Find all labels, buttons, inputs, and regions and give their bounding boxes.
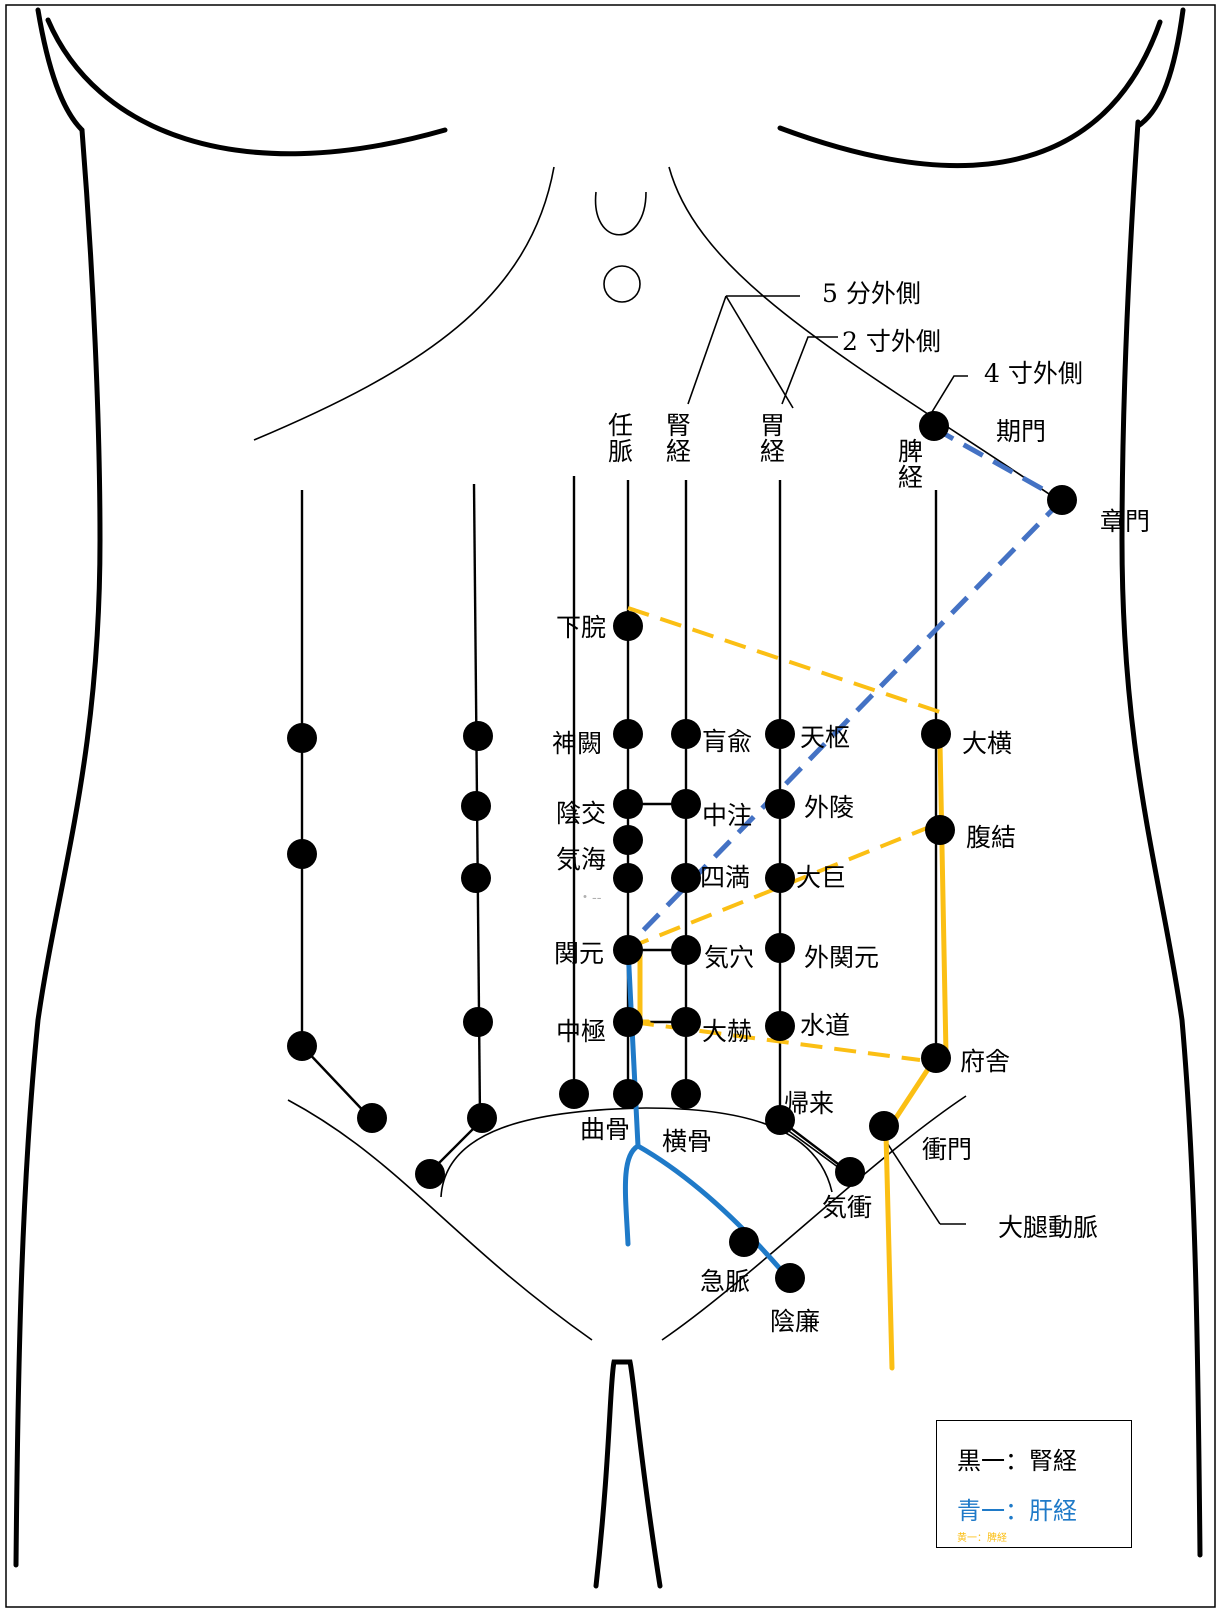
point-kimon (919, 411, 949, 441)
xiphoid (596, 192, 646, 235)
point-left-outer-3 (287, 1031, 317, 1061)
liver-solid-path (625, 948, 788, 1278)
label-kimon: 期門 (996, 417, 1046, 446)
label-daitaidomyaku: 大腿動脈 (998, 1213, 1098, 1242)
point-kikai (613, 825, 643, 855)
right-torso-side (1122, 122, 1200, 1555)
label-chukyoku: 中極 (556, 1017, 606, 1046)
point-shomon (1047, 485, 1077, 515)
xiphoid-circle (604, 266, 640, 302)
point-fusha (921, 1043, 951, 1073)
point-fukketsu (925, 815, 955, 845)
point-left-hip-1 (357, 1103, 387, 1133)
point-kangen (613, 935, 643, 965)
label-shinketsu: 神闕 (552, 729, 602, 758)
point-oukotsu (671, 1079, 701, 1109)
label-chuchu: 中注 (702, 801, 752, 830)
meridian-spleen-2: 経 (898, 463, 923, 492)
meridian-stomach-2: 経 (760, 437, 785, 466)
point-daiou (921, 719, 951, 749)
left-arm-outline (38, 10, 82, 130)
meridian-spleen-1: 脾 (898, 437, 923, 466)
label-shomon2: 衝門 (922, 1135, 972, 1164)
label-inko: 陰交 (556, 799, 606, 828)
label-faded-mark: ・‐‐ (578, 890, 602, 906)
meridian-lines (302, 476, 936, 1172)
label-5fun: 5 分外側 (822, 279, 921, 308)
pelvis-left-line (288, 1100, 592, 1340)
legend-kidney: 黒一：腎経 (957, 1441, 1077, 1476)
label-kikai: 気海 (556, 845, 606, 874)
label-kyokotsu: 曲骨 (580, 1115, 630, 1144)
label-fusha: 府舎 (960, 1047, 1010, 1076)
point-koyu (671, 719, 701, 749)
label-koyu: 肓兪 (702, 727, 752, 756)
point-suido (765, 1011, 795, 1041)
point-gairyo (765, 789, 795, 819)
legend-liver: 青一：肝経 (957, 1491, 1077, 1526)
label-kyumyaku: 急脈 (700, 1267, 750, 1296)
meridian-kidney-2: 経 (666, 437, 691, 466)
label-gairyo: 外陵 (804, 793, 854, 822)
label-inren: 陰廉 (770, 1307, 820, 1336)
meridian-stomach-1: 胃 (760, 411, 785, 440)
label-oukotsu: 横骨 (662, 1127, 712, 1156)
point-kiketsu (671, 935, 701, 965)
point-kikai-lower (613, 863, 643, 893)
point-shinketsu (613, 719, 643, 749)
label-daiko: 大巨 (796, 863, 846, 892)
label-2sun: 2 寸外側 (842, 327, 941, 356)
legend: 黒一：腎経 青一：肝経 黄一：脾経 (936, 1420, 1132, 1548)
meridian-kidney-1: 腎 (666, 411, 691, 440)
label-fukketsu: 腹結 (966, 823, 1016, 852)
point-kyokotsu (613, 1079, 643, 1109)
crotch-outline (596, 1362, 660, 1586)
left-chest-line (48, 20, 445, 154)
label-shomon: 章門 (1100, 507, 1150, 536)
point-left-mid-2 (461, 791, 491, 821)
label-daikaku: 大赫 (702, 1017, 752, 1046)
label-gekan: 下脘 (556, 613, 606, 642)
meridian-ren-1: 任 (608, 411, 633, 440)
point-tensu (765, 719, 795, 749)
body-outline (16, 10, 1200, 1565)
point-inko (613, 789, 643, 819)
point-daiko (765, 863, 795, 893)
right-chest-line (780, 22, 1160, 166)
label-tensu: 天枢 (800, 723, 850, 752)
point-shomon-lower (869, 1111, 899, 1141)
point-left-hip-2 (415, 1159, 445, 1189)
left-rib-arc (254, 167, 554, 440)
point-gaikangen (765, 933, 795, 963)
point-left-mid-1 (463, 721, 493, 751)
label-4sun: 4 寸外側 (984, 359, 1083, 388)
left-torso-side (16, 130, 100, 1565)
meridian-ren-2: 脈 (608, 437, 633, 466)
label-gaikangen: 外関元 (804, 943, 879, 972)
label-daiou: 大横 (962, 729, 1012, 758)
point-left-mid-4 (463, 1007, 493, 1037)
figure-border (6, 5, 1215, 1607)
point-shiman (671, 863, 701, 893)
label-kisho: 気衝 (822, 1193, 872, 1222)
legend-spleen: 黄一：脾経 (957, 1529, 1007, 1544)
label-kiketsu: 気穴 (704, 943, 754, 972)
point-chuchu (671, 789, 701, 819)
point-left-outer-1 (287, 723, 317, 753)
point-kisho (835, 1157, 865, 1187)
label-kangen: 関元 (554, 939, 604, 968)
point-kyumyaku (729, 1227, 759, 1257)
point-gekan (613, 611, 643, 641)
label-shiman: 四満 (700, 863, 750, 892)
point-left-outer-2 (287, 839, 317, 869)
point-left-mid-5 (467, 1103, 497, 1133)
label-kirai: 帰来 (784, 1089, 834, 1118)
label-suido: 水道 (800, 1011, 850, 1040)
point-chukyoku (613, 1007, 643, 1037)
point-kyokotsu-left (559, 1079, 589, 1109)
point-inren (775, 1263, 805, 1293)
point-daikaku (671, 1007, 701, 1037)
point-left-mid-3 (461, 863, 491, 893)
